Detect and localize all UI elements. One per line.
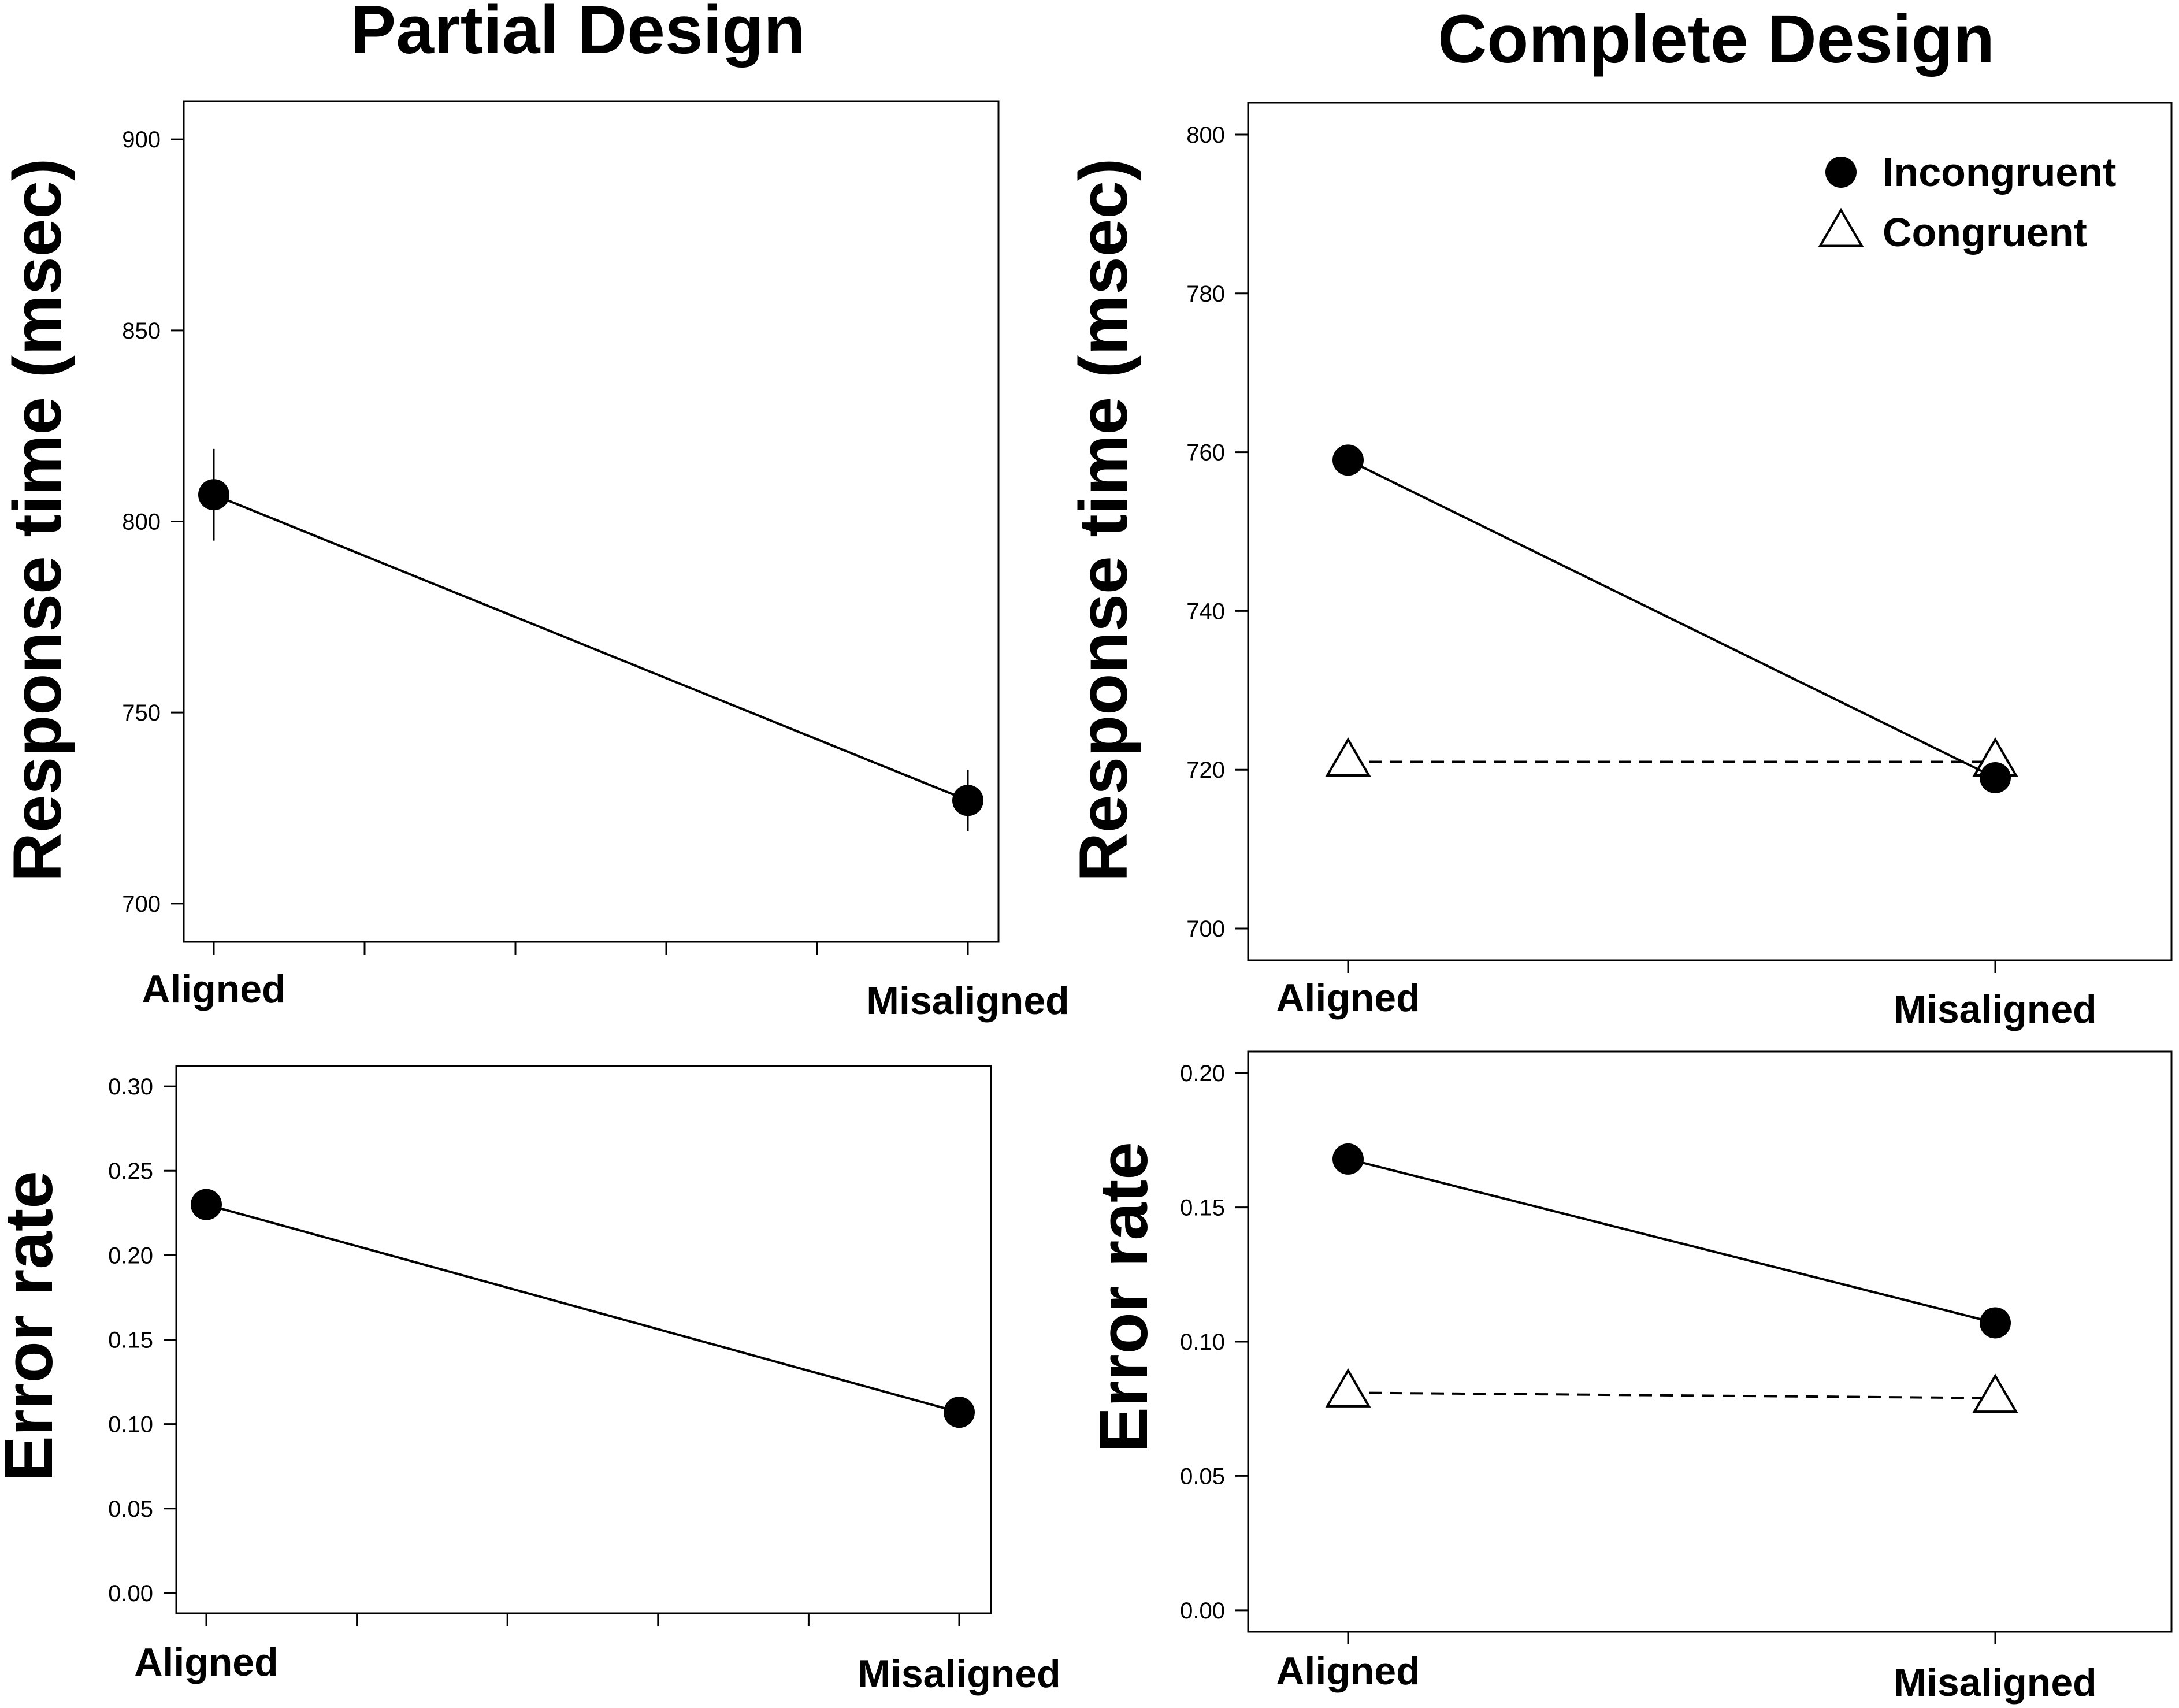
y-tick-label: 700 bbox=[122, 892, 161, 917]
series-line bbox=[1348, 1157, 1996, 1324]
x-category-label: Misaligned bbox=[866, 979, 1069, 1023]
x-category-label: Misaligned bbox=[858, 1652, 1060, 1696]
series-line bbox=[213, 493, 968, 802]
column-title-complete: Complete Design bbox=[1438, 1, 1995, 77]
y-tick-label: 720 bbox=[1186, 758, 1225, 783]
y-tick-label: 0.20 bbox=[108, 1243, 153, 1268]
x-category-label: Aligned bbox=[134, 1640, 278, 1684]
y-axis-label: Response time (msec) bbox=[0, 158, 76, 882]
y-tick-label: 0.05 bbox=[1180, 1464, 1225, 1489]
legend-label: Congruent bbox=[1883, 210, 2087, 255]
column-title-partial: Partial Design bbox=[351, 0, 805, 68]
series-line bbox=[206, 1203, 960, 1414]
data-point-circle bbox=[1332, 1143, 1364, 1175]
y-tick-label: 0.05 bbox=[108, 1497, 153, 1522]
x-category-label: Aligned bbox=[1276, 1649, 1420, 1693]
y-tick-label: 0.10 bbox=[108, 1412, 153, 1438]
data-point-triangle bbox=[1325, 1368, 1371, 1408]
data-point-triangle bbox=[1325, 737, 1371, 777]
y-tick-label: 0.10 bbox=[1180, 1330, 1225, 1355]
legend-marker-triangle bbox=[1818, 207, 1864, 247]
y-tick-label: 780 bbox=[1186, 281, 1225, 307]
data-point-circle bbox=[1332, 444, 1364, 476]
data-point-circle bbox=[1980, 762, 2011, 793]
y-tick-label: 750 bbox=[122, 700, 161, 726]
x-category-label: Aligned bbox=[1276, 976, 1420, 1020]
y-tick-label: 0.30 bbox=[108, 1074, 153, 1100]
data-point-circle bbox=[191, 1189, 222, 1220]
y-tick-label: 900 bbox=[122, 127, 161, 153]
data-point-circle bbox=[952, 785, 983, 816]
y-tick-label: 800 bbox=[1186, 122, 1225, 148]
y-tick-label: 0.00 bbox=[108, 1581, 153, 1606]
y-axis-label: Error rate bbox=[0, 1171, 67, 1481]
y-tick-label: 800 bbox=[122, 510, 161, 535]
plot-frame bbox=[1247, 102, 2173, 961]
legend-marker-circle bbox=[1825, 157, 1857, 188]
x-category-label: Misaligned bbox=[1894, 987, 2096, 1031]
y-tick-label: 0.00 bbox=[1180, 1598, 1225, 1624]
y-tick-label: 850 bbox=[122, 318, 161, 344]
y-tick-label: 0.25 bbox=[108, 1159, 153, 1184]
y-tick-label: 0.15 bbox=[108, 1328, 153, 1353]
y-tick-label: 0.15 bbox=[1180, 1195, 1225, 1221]
data-point-circle bbox=[198, 479, 229, 511]
series-line bbox=[1348, 1391, 1996, 1399]
y-tick-label: 760 bbox=[1186, 440, 1225, 466]
data-point-circle bbox=[1980, 1307, 2011, 1339]
x-category-label: Misaligned bbox=[1894, 1661, 2096, 1705]
data-point-triangle bbox=[1972, 1373, 2018, 1413]
series-line bbox=[1348, 459, 1996, 779]
y-tick-label: 740 bbox=[1186, 599, 1225, 624]
x-category-label: Aligned bbox=[142, 967, 285, 1011]
y-axis-label: Response time (msec) bbox=[1066, 158, 1142, 882]
y-tick-label: 0.20 bbox=[1180, 1061, 1225, 1086]
y-axis-label: Error rate bbox=[1086, 1142, 1162, 1453]
legend-label: Incongruent bbox=[1883, 150, 2116, 195]
y-tick-label: 700 bbox=[1186, 916, 1225, 942]
data-point-circle bbox=[944, 1397, 975, 1428]
